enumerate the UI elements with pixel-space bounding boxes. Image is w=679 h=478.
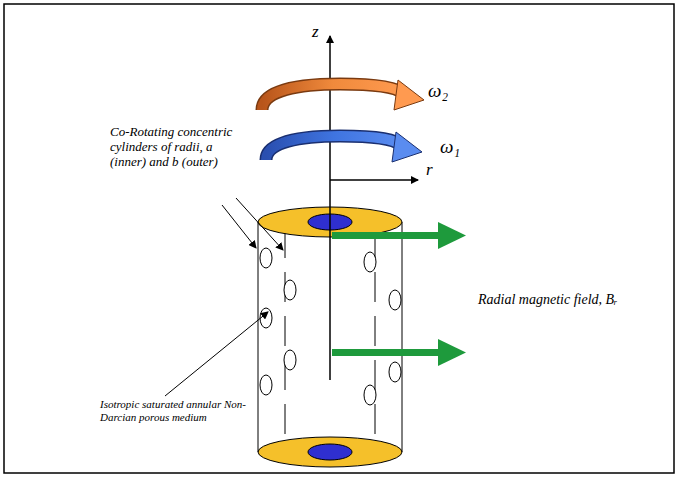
axis-label: z	[312, 22, 332, 42]
cylinders-note: Co-Rotating concentric cylinders of radi…	[110, 125, 238, 170]
angular-velocity-label: ω₂	[428, 80, 468, 102]
magnetic-field-note: Radial magnetic field, Bᵣ	[478, 292, 618, 308]
porous-medium-note: Isotropic saturated annular Non-Darcian …	[100, 398, 250, 423]
angular-velocity-label: ω₁	[440, 136, 480, 158]
axis-label: r	[426, 160, 446, 180]
